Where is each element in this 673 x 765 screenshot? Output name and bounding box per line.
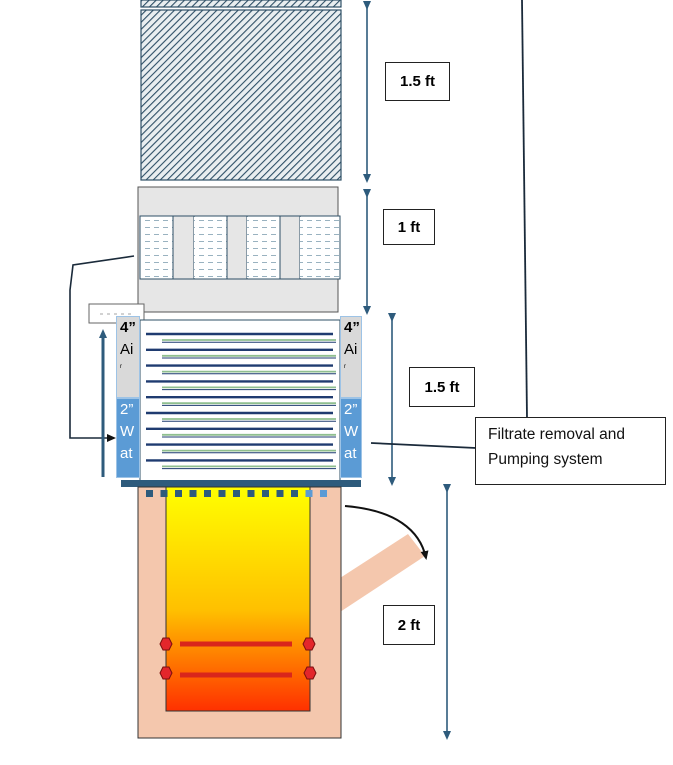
middle-divider-1 [172,215,195,280]
chamber-top-dashes [146,490,327,497]
top-hatched-block [140,9,342,181]
chamber-top-dash [320,490,327,497]
dim-label-bottom: 2 ft [383,605,435,645]
middle-cell-4 [300,217,339,278]
middle-cell-3 [247,217,280,278]
dim-label-middle: 1 ft [383,209,435,245]
dim-label-membrane: 1.5 ft [409,367,475,407]
water-text-2: at [120,445,133,462]
air-size-text: 4” [344,319,360,336]
middle-divider-2 [226,215,248,280]
air-inlet-label-right: 4” Ai r [340,316,362,398]
dimension-arrows [363,1,451,740]
chamber-top-dash [189,490,197,497]
chamber-top-dash [146,490,153,497]
chamber-top-dash [247,490,255,497]
water-text-1: W [120,423,135,440]
air-text-2: r [120,364,122,370]
chamber-top-dash [262,490,269,497]
membrane-plates [146,332,336,470]
water-inlet-label-right: 2” W at [340,398,362,478]
water-size-text: 2” [120,401,134,418]
water-inlet-label-left: 2” W at [116,398,140,478]
air-inlet-label-left: 4” Ai r [116,316,140,398]
filtrate-label-line1: Filtrate removal and [488,426,625,443]
membrane-frame [139,319,341,482]
outlet-arrow-curve [344,505,429,560]
chamber-top-dash [276,490,284,497]
dim-label-top: 1.5 ft [385,62,450,101]
air-text-1: Ai [120,341,134,358]
heater-electrode [159,637,173,651]
air-text-1: Ai [344,341,358,358]
filtrate-removal-label: Filtrate removal and Pumping system [475,417,666,485]
filtrate-label-line2: Pumping system [488,451,603,468]
water-text-2: at [344,445,357,462]
heater-electrode [302,637,316,651]
air-size-text: 4” [120,319,136,336]
heater-electrode [303,666,317,680]
chamber-top-dash [305,490,313,497]
chamber-top-dash [291,490,298,497]
outlet-pipe [340,534,425,612]
middle-cell-2 [194,217,227,278]
middle-divider-3 [279,215,301,280]
water-size-text: 2” [344,401,358,418]
water-text-1: W [344,423,359,440]
chamber-top-dash [218,490,226,497]
recirculation-line [69,255,135,442]
heater-electrodes [159,637,317,680]
filtrate-connector-line [370,442,477,449]
chamber-top-dash [160,490,168,497]
chamber-top-dash [204,490,211,497]
chamber-top-dash [175,490,182,497]
chamber-top-dash [233,490,240,497]
top-sliver-block [140,0,342,8]
middle-cell-1 [141,217,173,278]
heater-electrode [159,666,173,680]
base-plate [121,480,361,487]
air-text-2: r [344,364,346,370]
filtrate-vertical-line [521,0,528,419]
